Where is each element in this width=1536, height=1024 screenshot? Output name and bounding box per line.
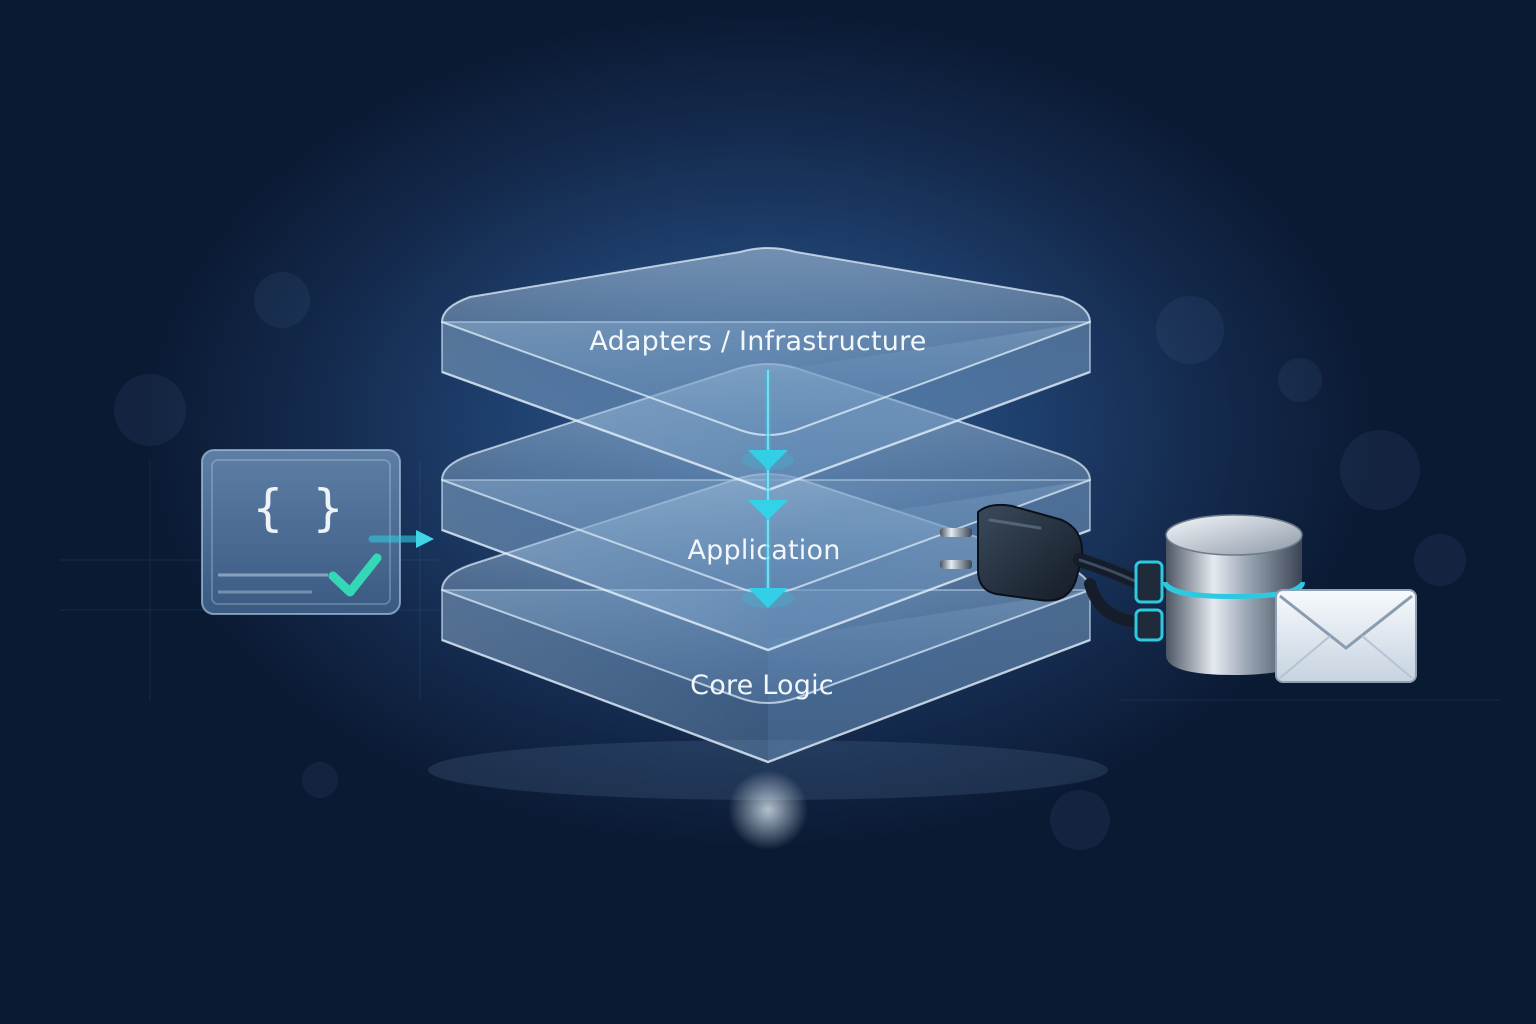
dependency-flow bbox=[742, 370, 794, 608]
code-test-card: { } bbox=[201, 449, 401, 615]
test-to-stack-arrow bbox=[368, 530, 434, 548]
layer-label-adapters-infrastructure: Adapters / Infrastructure bbox=[589, 326, 926, 357]
envelope-icon bbox=[1275, 589, 1417, 683]
arrow-down-icon bbox=[748, 450, 788, 470]
check-icon bbox=[328, 553, 382, 597]
database-icon bbox=[1163, 514, 1305, 675]
code-braces-icon: { } bbox=[253, 479, 343, 537]
background-bokeh bbox=[114, 272, 1466, 850]
arrow-down-icon bbox=[748, 500, 788, 520]
power-plug-icon bbox=[940, 503, 1167, 642]
layer-label-application: Application bbox=[687, 535, 840, 566]
floor-light-glint bbox=[728, 770, 808, 850]
arrow-down-icon bbox=[748, 588, 788, 608]
layer-label-core-logic: Core Logic bbox=[690, 670, 834, 701]
